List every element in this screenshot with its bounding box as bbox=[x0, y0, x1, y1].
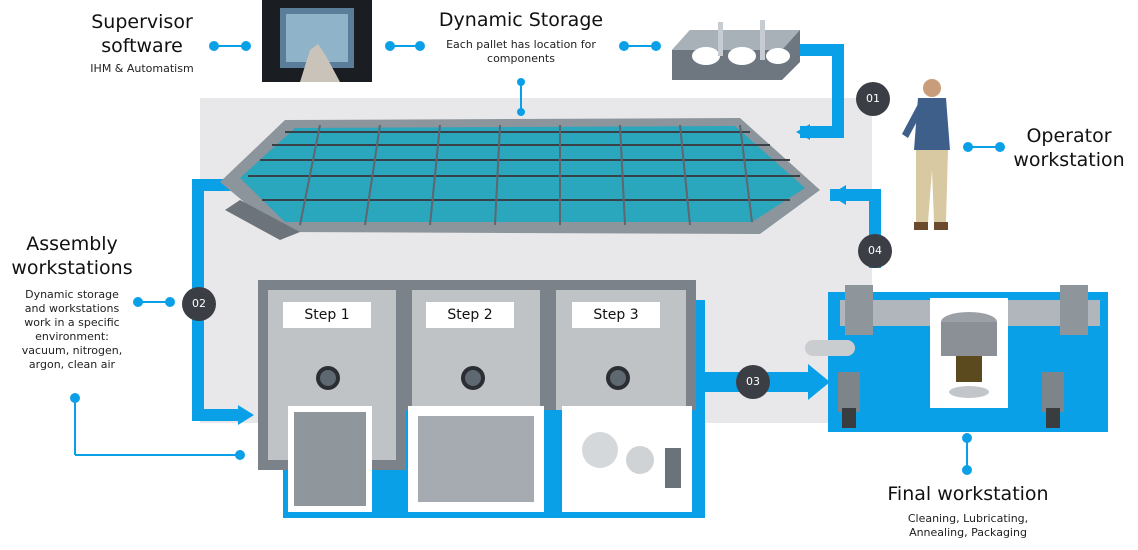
pallet-image bbox=[672, 20, 800, 80]
final-title: Final workstation bbox=[887, 483, 1049, 505]
supervisor-subtitle: IHM & Automatism bbox=[90, 62, 194, 75]
arrow-to-operator bbox=[796, 124, 810, 140]
final-subtitle: Cleaning, Lubricating, Annealing, Packag… bbox=[868, 512, 1068, 540]
connector-final bbox=[962, 433, 972, 475]
final-subtitle-line2: Annealing, Packaging bbox=[909, 526, 1027, 539]
connector-assembly bbox=[133, 297, 175, 307]
operator-figure-image bbox=[902, 79, 950, 230]
badge-04: 04 bbox=[858, 234, 892, 268]
connector-assembly-bottom bbox=[70, 393, 245, 460]
arrow-to-assembly bbox=[238, 405, 254, 425]
final-workstation-image bbox=[805, 285, 1100, 428]
storage-subtitle-line1: Each pallet has location for bbox=[446, 38, 596, 51]
storage-subtitle: Each pallet has location for components bbox=[406, 38, 636, 66]
dynamic-storage-rack-image bbox=[220, 118, 820, 240]
arrow-to-final bbox=[808, 364, 830, 400]
assembly-title-line2: workstations bbox=[11, 257, 133, 279]
arrow-to-storage bbox=[830, 185, 846, 205]
assembly-desc-line3: work in a specific bbox=[24, 316, 120, 329]
storage-title: Dynamic Storage bbox=[438, 9, 604, 31]
supervisor-title-line2: software bbox=[101, 35, 183, 57]
assembly-desc-line1: Dynamic storage bbox=[25, 288, 119, 301]
connector-screen-to-storage bbox=[385, 41, 425, 51]
assembly-desc-line6: argon, clean air bbox=[28, 358, 116, 371]
assembly-description: Dynamic storage and workstations work in… bbox=[6, 288, 138, 372]
operator-title: Operator workstation bbox=[1004, 124, 1134, 172]
connector-storage-down bbox=[517, 78, 525, 116]
assembly-desc-line5: vacuum, nitrogen, bbox=[21, 344, 123, 357]
badge-02: 02 bbox=[182, 287, 216, 321]
storage-subtitle-line2: components bbox=[487, 52, 555, 65]
badge-03: 03 bbox=[736, 365, 770, 399]
supervisor-screen-image bbox=[262, 0, 372, 82]
badge-01: 01 bbox=[856, 82, 890, 116]
assembly-desc-line4: environment: bbox=[35, 330, 109, 343]
supervisor-title-line1: Supervisor bbox=[91, 11, 193, 33]
assembly-desc-line2: and workstations bbox=[24, 302, 120, 315]
supervisor-title: Supervisor software bbox=[62, 10, 222, 58]
step-3-label: Step 3 bbox=[572, 302, 660, 328]
connector-supervisor bbox=[209, 41, 251, 51]
operator-title-line2: workstation bbox=[1013, 149, 1125, 171]
connector-operator bbox=[963, 142, 1005, 152]
assembly-title-line1: Assembly bbox=[26, 233, 118, 255]
final-subtitle-line1: Cleaning, Lubricating, bbox=[907, 512, 1029, 525]
connector-storage-to-pallet bbox=[619, 41, 661, 51]
operator-title-line1: Operator bbox=[1026, 125, 1112, 147]
step-1-label: Step 1 bbox=[283, 302, 371, 328]
assembly-title: Assembly workstations bbox=[2, 232, 142, 280]
flow-path-storage-to-operator bbox=[795, 44, 844, 138]
step-2-label: Step 2 bbox=[426, 302, 514, 328]
